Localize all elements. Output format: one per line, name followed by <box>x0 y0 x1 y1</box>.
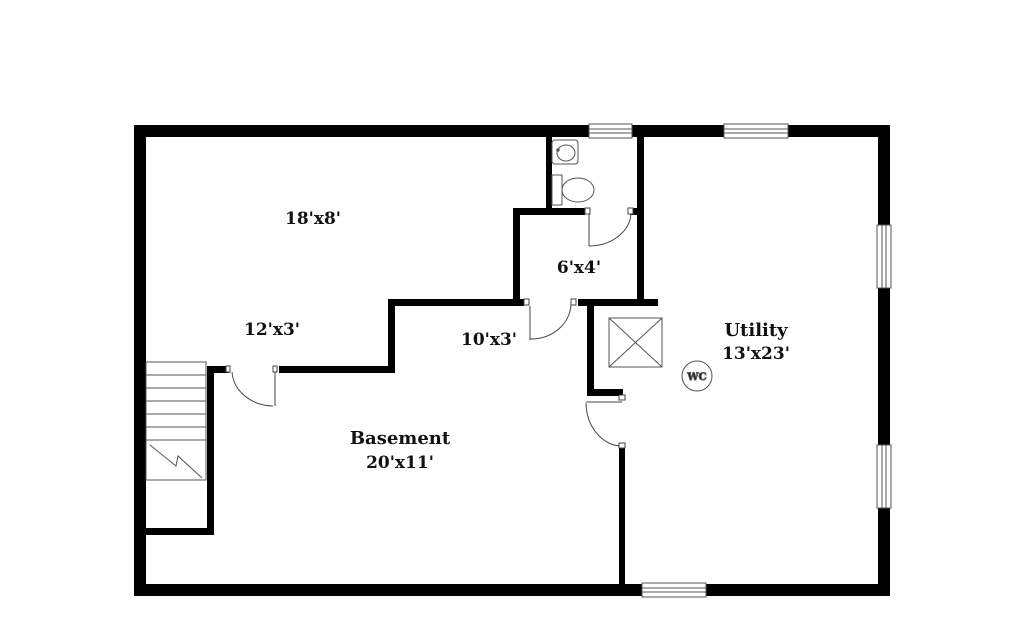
bath-fixtures <box>551 139 595 206</box>
wall-step-high <box>388 299 524 306</box>
wall-closet-bottom <box>578 299 658 306</box>
window-right-upper <box>876 224 892 289</box>
sink-icon <box>551 139 579 165</box>
room-name-utility: Utility <box>724 320 788 341</box>
water-closet-icon <box>681 360 713 392</box>
window-bottom <box>641 582 707 598</box>
wall-right-top <box>878 125 890 225</box>
doors <box>225 207 634 449</box>
utility-fixtures: WC <box>608 317 713 392</box>
wall-stair-right <box>207 366 214 534</box>
wall-closet-right <box>637 137 644 306</box>
wall-bottom-right <box>706 584 890 596</box>
room-size-hall-mid: 10'x3' <box>461 330 517 350</box>
wall-left <box>134 125 146 596</box>
room-size-utility: 13'x23' <box>722 344 790 364</box>
window-top-utility <box>723 123 789 139</box>
wall-utility-lower <box>619 447 625 584</box>
wall-closet-left <box>513 208 520 306</box>
room-size-basement: 20'x11' <box>366 453 434 473</box>
wall-stair-top-stub <box>207 366 229 373</box>
door-closet <box>523 298 577 340</box>
wall-right-mid <box>878 288 890 445</box>
windows <box>588 123 892 598</box>
door-bath <box>584 207 634 247</box>
room-labels: 18'x8' 12'x3' 10'x3' 6'x4' Basement 20'x… <box>244 209 790 473</box>
room-size-hall-small: 12'x3' <box>244 320 300 340</box>
wall-step-riser <box>388 299 395 373</box>
wall-top-right <box>788 125 890 137</box>
water-closet-fixture: WC <box>681 360 713 392</box>
outer-walls <box>134 125 890 596</box>
toilet-icon <box>551 174 595 206</box>
wall-step-low <box>279 366 395 373</box>
window-top-bath <box>588 123 633 139</box>
wall-bath-left <box>546 137 552 215</box>
wall-bottom-left <box>134 584 642 596</box>
room-name-basement: Basement <box>350 428 451 449</box>
staircase <box>145 361 207 481</box>
wall-closet-top-stub <box>630 208 644 215</box>
wall-top-left <box>134 125 590 137</box>
wall-right-bottom <box>878 508 890 596</box>
stair-direction-arrow <box>149 444 203 479</box>
door-utility <box>585 394 626 449</box>
wall-stair-bottom <box>146 528 214 535</box>
door-bedroom <box>225 365 278 407</box>
wall-utility-jog <box>587 389 623 396</box>
wall-utility-upper <box>587 306 594 396</box>
interior-walls <box>146 137 658 584</box>
mechanical-unit-icon <box>608 317 663 368</box>
water-closet-label: WC <box>686 372 706 383</box>
room-size-closet: 6'x4' <box>557 258 601 278</box>
window-right-lower <box>876 444 892 509</box>
room-size-bedroom: 18'x8' <box>285 209 341 229</box>
wall-top-mid <box>632 125 724 137</box>
